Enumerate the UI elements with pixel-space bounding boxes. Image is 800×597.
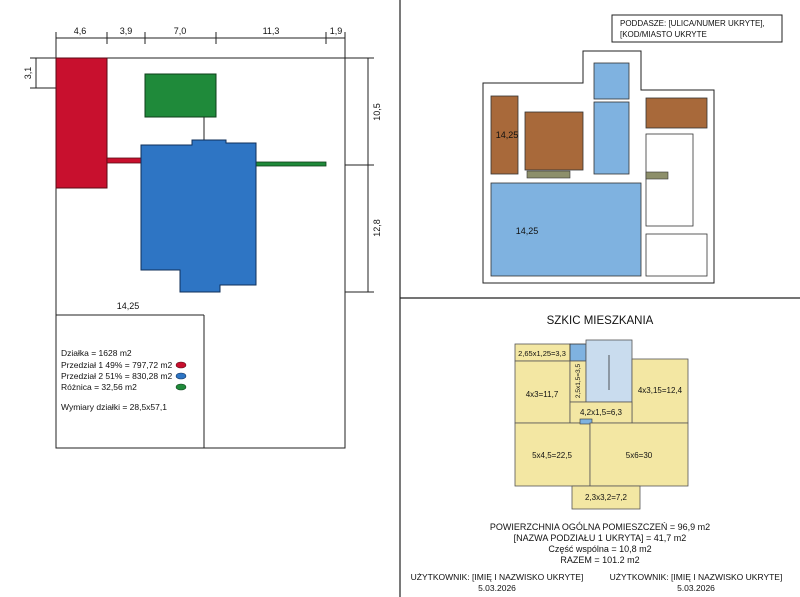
door-mark [579,418,593,425]
attic-caption-line2: [KOD/MIASTO UKRYTE [620,30,707,39]
footer-user-1: UŻYTKOWNIK: [IMIĘ I NAZWISKO UKRYTE] [411,572,584,582]
attic-caption-line1: PODDASZE: [ULICA/NUMER UKRYTE], [620,19,765,28]
room-4-label: 4x3,15=12,4 [638,386,683,395]
attic-caption-box [611,14,783,43]
right-dim-1: 10,5 [372,103,382,121]
room-4 [631,358,689,424]
attic-room-large [490,182,642,277]
room-6 [514,422,591,487]
legend-dims: Wymiary działki = 28,5x57,1 [61,402,167,412]
attic-room-light-blue-mid [593,101,630,175]
room-2-label: 2,5x1,5=3,5 [575,364,582,399]
legend-diff: Różnica = 32,56 m2 [61,382,137,392]
room-7 [589,422,689,487]
top-dim-3: 7,0 [174,26,187,36]
attic-room-brown-center [524,111,584,171]
attic-room-white-right [645,133,694,227]
legend-blue-swatch [175,372,187,380]
attic-room-white-bottom [645,233,708,277]
top-dim-4: 11,3 [263,26,280,36]
attic-room-label-2: 14,25 [516,226,539,236]
attic-beam-right [645,171,669,180]
room-1-label: 2,65x1,25=3,3 [518,349,566,358]
legend-green-swatch [175,383,187,391]
top-dim-1: 4,6 [74,26,87,36]
top-dim-2: 3,9 [120,26,133,36]
blue-building [140,139,257,293]
room-6-label: 5x4,5=22,5 [532,451,572,460]
red-strip [106,157,146,164]
room-7-label: 5x6=30 [626,451,653,460]
attic-plan: PODDASZE: [ULICA/NUMER UKRYTE], [KOD/MIA… [482,14,783,284]
legend-part1: Przedział 1 49% = 797,72 m2 [61,360,173,370]
summary-line-2: [NAZWA PODZIAŁU 1 UKRYTA] = 41,7 m2 [514,533,687,543]
legend-part2: Przedział 2 51% = 830,28 m2 [61,371,173,381]
summary-line-3: Część wspólna = 10,8 m2 [548,544,651,554]
room-8-label: 2,3x3,2=7,2 [585,493,628,502]
room-3-label: 4x3=11,7 [526,390,559,399]
attic-room-brown-right [645,97,708,129]
legend-red-swatch [175,361,187,369]
legend-area: Działka = 1628 m2 [61,348,132,358]
right-dim-2: 12,8 [372,219,382,237]
green-strip [255,161,327,167]
green-area [144,73,217,118]
room-5-label: 4,2x1,5=6,3 [580,408,623,417]
attic-room-label-1: 14,25 [496,130,519,140]
footer-user-2: UŻYTKOWNIK: [IMIĘ I NAZWISKO UKRYTE] [610,572,783,582]
footer-date-2: 5.03.2026 [677,583,715,593]
plot-plan: 4,6 3,9 7,0 11,3 1,9 3,1 10,5 12,8 14,25… [23,26,382,449]
sketch-title: SZKIC MIESZKANIA [547,315,654,327]
summary-line-4: RAZEM = 101.2 m2 [560,555,639,565]
room-1b [569,343,587,362]
left-dim: 3,1 [23,67,33,80]
red-area [55,57,108,189]
footer: UŻYTKOWNIK: [IMIĘ I NAZWISKO UKRYTE] 5.0… [411,572,783,593]
inner-dim: 14,25 [117,301,140,311]
footer-date-1: 5.03.2026 [478,583,516,593]
room-8 [571,485,641,510]
plot-boundary [55,57,346,449]
attic-room-light-blue-top [593,62,630,100]
top-dim-5: 1,9 [330,26,343,36]
summary-line-1: POWIERZCHNIA OGÓLNA POMIESZCZEŃ = 96,9 m… [490,522,710,532]
apartment-sketch: SZKIC MIESZKANIA 2,65x1,25=3,3 4x3=11,7 … [490,315,710,565]
attic-room-brown-left [490,95,519,175]
attic-beam-left [526,170,571,179]
